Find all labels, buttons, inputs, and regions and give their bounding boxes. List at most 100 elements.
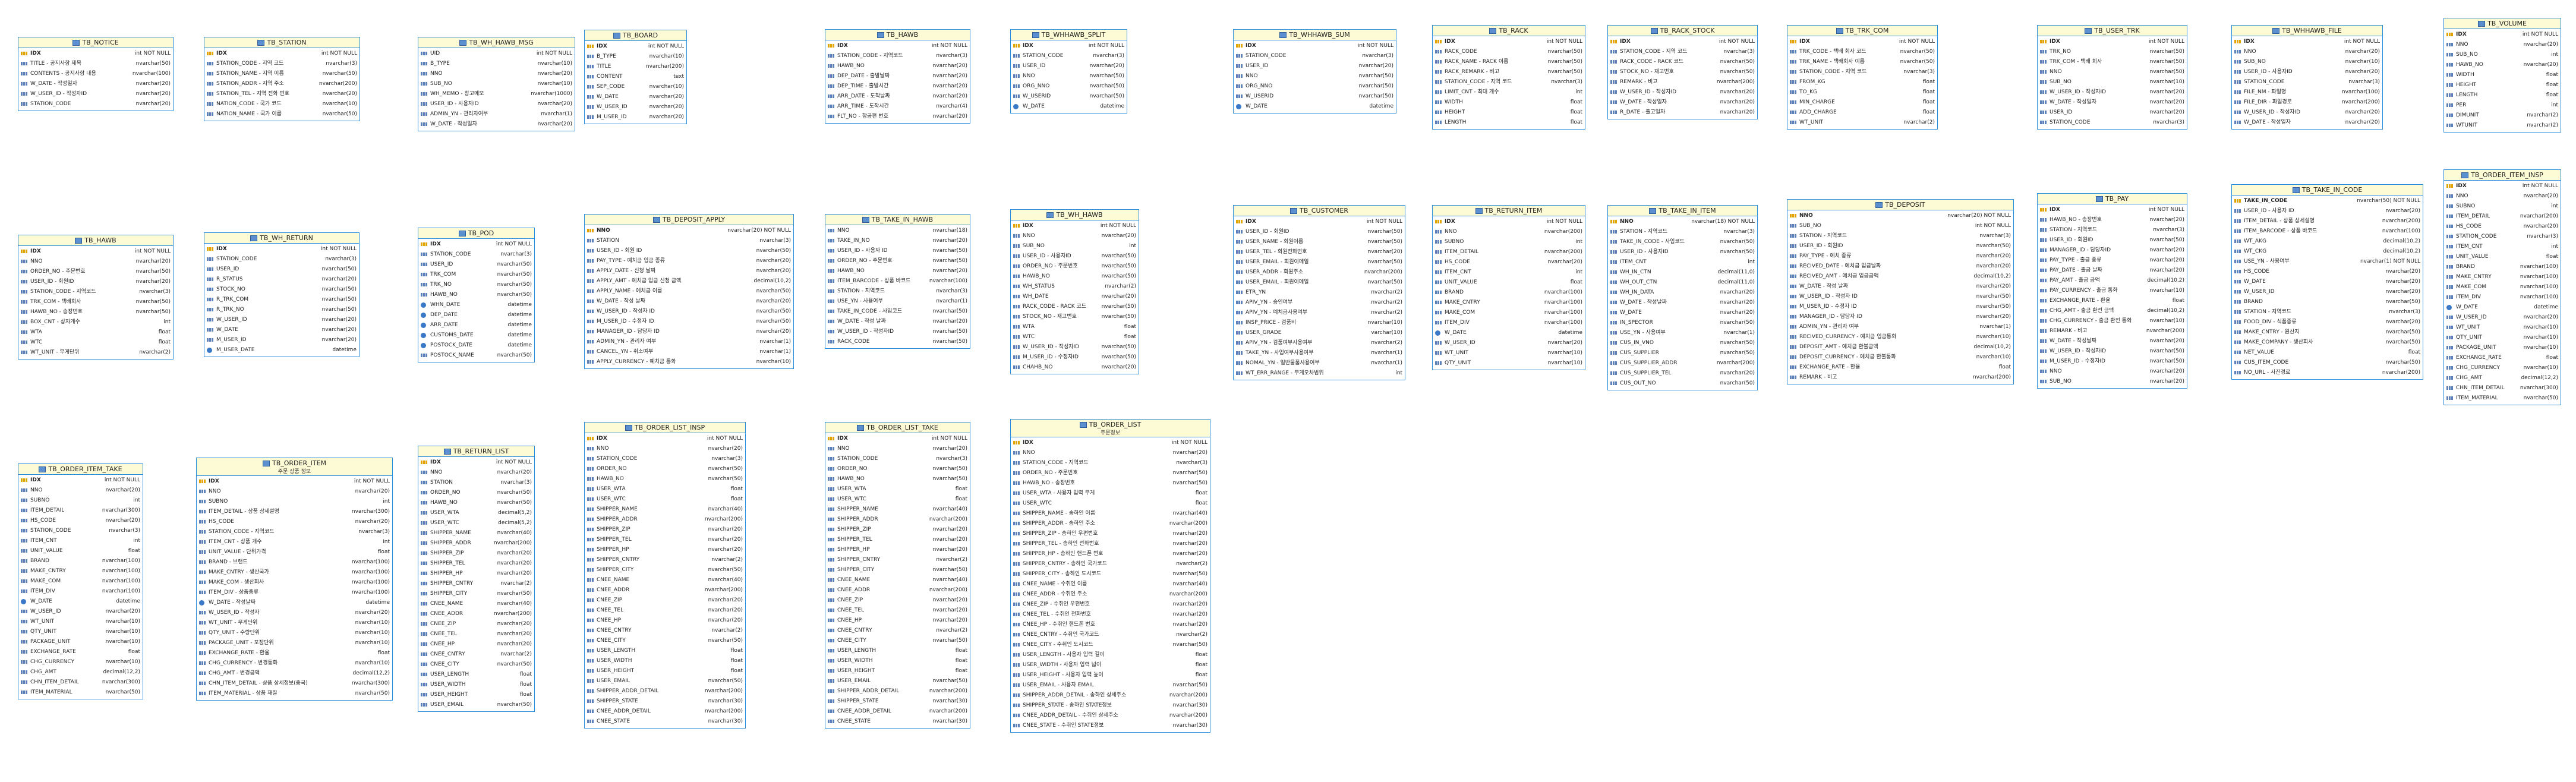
table-header[interactable]: TB_POD <box>418 228 534 239</box>
table-header[interactable]: TB_TAKE_IN_ITEM <box>1608 206 1757 216</box>
table-header[interactable]: TB_BOARD <box>585 30 686 41</box>
table-header[interactable]: TB_RETURN_LIST <box>418 446 534 457</box>
table-header[interactable]: TB_USER_TRK <box>2038 26 2187 36</box>
table-header[interactable]: TB_RETURN_ITEM <box>1433 206 1585 216</box>
table-header[interactable]: TB_DEPOSIT_APPLY <box>585 215 793 225</box>
